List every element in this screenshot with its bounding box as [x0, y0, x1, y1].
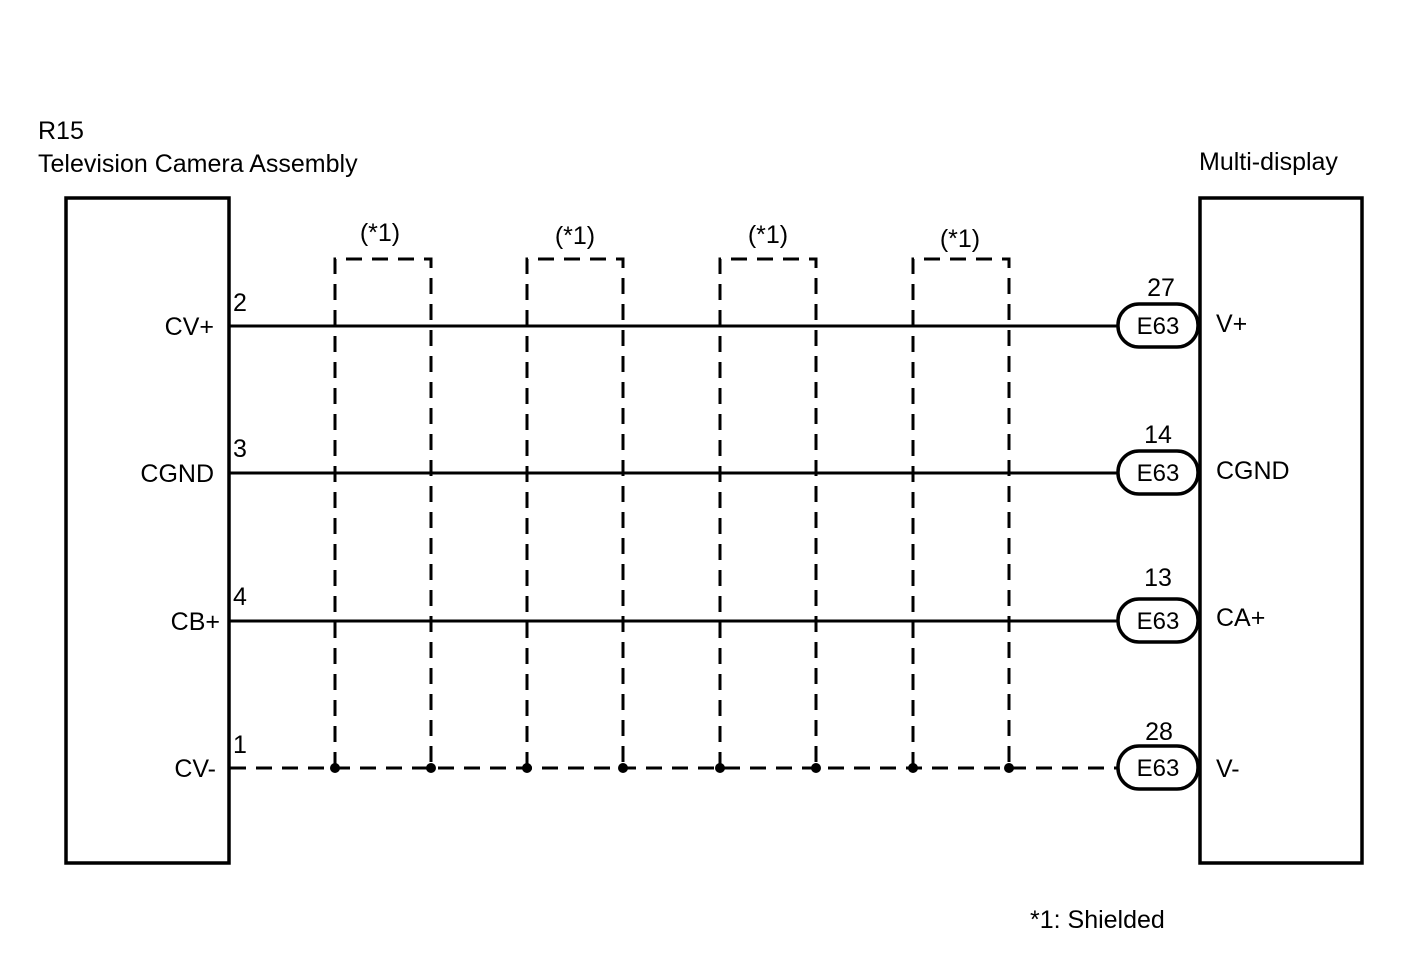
connector-label: E63	[1137, 313, 1180, 340]
left-pin-3: 3	[233, 435, 247, 463]
right-component-box	[1198, 196, 1364, 865]
connector-e63-pin13: E63	[1116, 597, 1200, 644]
shield-label-1: (*1)	[360, 219, 400, 247]
connector-label: E63	[1137, 460, 1180, 487]
shield-junction-dot	[426, 763, 436, 773]
connector-e63-pin28: E63	[1116, 744, 1200, 791]
footnote: *1: Shielded	[1030, 906, 1165, 934]
shield-bracket-1	[333, 257, 433, 768]
shield-junction-dot	[1004, 763, 1014, 773]
right-signal-v-plus: V+	[1216, 310, 1247, 338]
shield-label-3: (*1)	[748, 221, 788, 249]
right-pin-27: 27	[1147, 274, 1175, 302]
left-pin-2: 2	[233, 289, 247, 317]
right-signal-v-minus: V-	[1216, 755, 1240, 783]
right-signal-cgnd: CGND	[1216, 457, 1290, 485]
left-signal-cv-plus: CV+	[165, 313, 214, 341]
shield-bracket-2	[525, 257, 625, 768]
right-component-name: Multi-display	[1199, 148, 1338, 176]
left-component-box	[64, 196, 231, 865]
left-component-code: R15	[38, 117, 84, 145]
left-signal-cb-plus: CB+	[171, 608, 220, 636]
right-pin-28: 28	[1145, 718, 1173, 746]
shield-bracket-3	[718, 257, 818, 768]
right-pin-14: 14	[1144, 421, 1172, 449]
left-pin-4: 4	[233, 583, 247, 611]
left-signal-cv-minus: CV-	[174, 755, 216, 783]
connector-label: E63	[1137, 608, 1180, 635]
shield-label-2: (*1)	[555, 222, 595, 250]
right-signal-ca-plus: CA+	[1216, 604, 1265, 632]
connector-e63-pin27: E63	[1116, 302, 1200, 349]
shield-bracket-4	[911, 257, 1011, 768]
right-pin-13: 13	[1144, 564, 1172, 592]
left-pin-1: 1	[233, 731, 247, 759]
connector-label: E63	[1137, 755, 1180, 782]
connector-e63-pin14: E63	[1116, 449, 1200, 496]
shield-junction-dot	[715, 763, 725, 773]
shield-label-4: (*1)	[940, 225, 980, 253]
left-signal-cgnd: CGND	[140, 460, 214, 488]
left-component-name: Television Camera Assembly	[38, 150, 358, 178]
